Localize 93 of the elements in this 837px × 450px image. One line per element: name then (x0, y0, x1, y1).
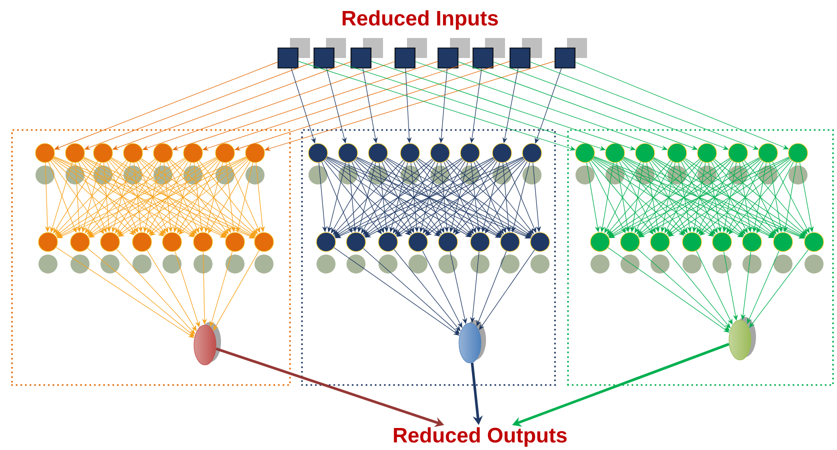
input-square (350, 48, 372, 68)
neuron-circle (408, 232, 428, 252)
arrow (592, 158, 684, 236)
arrow (178, 160, 249, 235)
arrow (638, 158, 731, 236)
neuron-circle (245, 143, 265, 163)
arrow (140, 158, 256, 236)
input-square (472, 48, 494, 68)
arrow (575, 62, 789, 150)
neuron-circle (788, 143, 808, 163)
dotted-frame (11, 129, 291, 386)
neuron-circle (368, 143, 388, 163)
input-square (438, 48, 458, 68)
neuron-circle (35, 143, 55, 163)
neuron-circle (254, 232, 274, 252)
input-square (394, 48, 416, 68)
neuron-circle (162, 232, 182, 252)
neuron-circle (605, 143, 625, 163)
neuron-circle (742, 232, 762, 252)
input-square (510, 48, 530, 68)
neuron-circle (123, 143, 143, 163)
neuron-circle (308, 143, 328, 163)
neuron-circle (338, 143, 358, 163)
neuron-circle (667, 143, 687, 163)
arrow (506, 162, 536, 233)
neuron-circle (522, 143, 542, 163)
neuron-circle (650, 232, 670, 252)
dotted-frame (301, 129, 556, 386)
neuron-circle (500, 232, 520, 252)
neuron-circle (712, 232, 732, 252)
dotted-frame (567, 129, 834, 386)
arrow (332, 160, 404, 235)
arrow (637, 248, 730, 331)
neuron-circle (804, 232, 824, 252)
output-disc (194, 324, 216, 366)
output-disc (458, 322, 482, 364)
neuron-circle (635, 143, 655, 163)
neuron-circle (460, 143, 480, 163)
neuron-circle (590, 232, 610, 252)
neuron-circle (773, 232, 793, 252)
arrow (622, 158, 714, 236)
arrow (86, 160, 157, 235)
arrow (714, 158, 806, 236)
neuron-circle (100, 232, 120, 252)
neuron-circle (316, 232, 336, 252)
arrow (362, 160, 434, 235)
neuron-circle (400, 143, 420, 163)
input-square (314, 48, 334, 68)
neuron-circle (470, 232, 490, 252)
neuron-circle (620, 232, 640, 252)
arrow (424, 160, 496, 235)
arrow (476, 250, 507, 326)
arrow (454, 160, 526, 235)
heading: Reduced Inputs (342, 10, 498, 30)
neuron-circle (575, 143, 595, 163)
arrow (116, 160, 187, 235)
neuron-circle (193, 232, 213, 252)
neuron-circle (438, 232, 458, 252)
arrow (322, 162, 352, 233)
arrow (198, 160, 258, 234)
arrow (394, 160, 464, 235)
arrow (608, 158, 700, 236)
neuron-circle (132, 232, 152, 252)
neuron-circle (65, 143, 85, 163)
arrow (148, 160, 219, 235)
neuron-circle (697, 143, 717, 163)
neuron-circle (346, 232, 366, 252)
neuron-circle (378, 232, 398, 252)
neuron-circle (430, 143, 450, 163)
neuron-circle (183, 143, 203, 163)
neuron-circle (682, 232, 702, 252)
neuron-circle (225, 232, 245, 252)
neuron-circle (215, 143, 235, 163)
neuron-circle (728, 143, 748, 163)
input-square (554, 48, 576, 68)
neuron-circle (492, 143, 512, 163)
arrow (668, 158, 761, 236)
arrow (82, 159, 165, 236)
arrow (414, 162, 444, 233)
arrow (168, 160, 229, 234)
arrow (326, 68, 347, 144)
neuron-circle (530, 232, 550, 252)
output-label: Reduced Outputs (394, 427, 567, 447)
output-disc (728, 320, 752, 360)
neuron-circle (70, 232, 90, 252)
input-square (278, 48, 298, 68)
neuron-circle (153, 143, 173, 163)
arrow (146, 161, 188, 234)
neuron-circle (93, 143, 113, 163)
arrow (749, 250, 808, 328)
arrow (652, 158, 744, 236)
neuron-circle (758, 143, 778, 163)
neuron-circle (38, 232, 58, 252)
